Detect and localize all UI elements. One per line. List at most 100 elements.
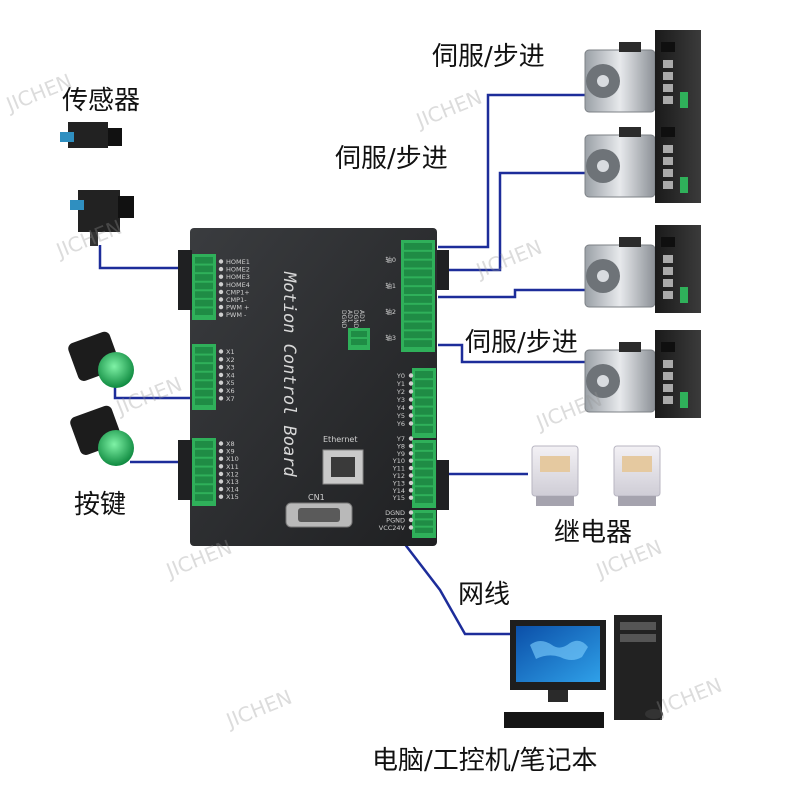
terminal-slot: [195, 308, 213, 315]
pin-label: Y15: [392, 494, 405, 502]
servo-driver-port: [663, 360, 673, 368]
servo-driver-terminal: [680, 177, 688, 193]
pin-label: CMP1-: [226, 296, 247, 304]
servo-unit-2: [584, 115, 701, 203]
pin-label: VCC24V: [379, 524, 406, 532]
pin-dot: [218, 266, 224, 272]
pin-dot: [408, 488, 414, 493]
terminal-slot: [195, 381, 213, 388]
terminal-slot: [404, 296, 432, 303]
relay-1-coil: [540, 456, 570, 472]
pin-label: HOME2: [226, 266, 250, 274]
pin-dot: [408, 465, 414, 471]
sensor-2: [70, 190, 134, 246]
ethernet-label: Ethernet: [323, 435, 357, 444]
terminal-slot: [195, 441, 213, 448]
pin-dot: [408, 473, 414, 478]
dac-pin-label: DGND: [352, 310, 359, 329]
label-servo-2: 伺服/步进: [335, 144, 448, 174]
pin-label: X2: [226, 356, 235, 364]
servo-driver-port: [663, 384, 673, 392]
servo-driver-display: [661, 127, 675, 137]
watermark-10: JICHEN: [651, 673, 725, 722]
pin-label: X9: [226, 448, 235, 456]
pin-dot: [408, 510, 414, 515]
terminal-slot: [195, 449, 213, 457]
terminal-slot: [415, 371, 433, 379]
servo-motor-shaft: [597, 75, 609, 87]
terminal-slot: [415, 520, 433, 526]
terminal-slot: [195, 398, 213, 405]
board-mount-right-2: [437, 460, 449, 510]
pin-label: X6: [226, 387, 235, 395]
servo-unit-1: [584, 30, 701, 118]
pin-dot: [218, 396, 224, 401]
terminal-slot: [195, 364, 213, 371]
wire-servo-2: [438, 171, 585, 272]
button-2: [70, 405, 134, 466]
pin-label: Y4: [396, 404, 405, 412]
pin-label: Y8: [396, 442, 405, 450]
terminal-slot: [195, 485, 213, 493]
sensor-2-connector: [118, 196, 134, 218]
pin-label: Y14: [392, 487, 405, 495]
servo-driver-port: [663, 157, 673, 165]
board-mount-left-2: [178, 440, 192, 500]
pin-label: Y9: [396, 450, 405, 458]
pin-label: X5: [226, 379, 235, 387]
pin-dot: [218, 289, 224, 295]
servo-motor-shaft: [597, 160, 609, 172]
pin-dot: [218, 464, 224, 469]
pin-label: PWM +: [226, 304, 249, 312]
terminal-slot: [415, 527, 433, 533]
pin-dot: [218, 471, 224, 477]
servo-driver-port: [663, 169, 673, 177]
pin-label: Y5: [396, 412, 405, 420]
pin-dot: [408, 413, 414, 418]
terminal-slot: [195, 494, 213, 501]
label-network-cable: 网线: [458, 580, 511, 610]
buttons: [68, 331, 134, 466]
pin-dot: [218, 456, 224, 461]
terminal-slot: [415, 416, 433, 424]
pin-label: Y6: [396, 420, 405, 428]
ethernet-port-jack: [331, 457, 355, 477]
button-1-lamp: [98, 352, 134, 388]
relay-2: [613, 445, 661, 506]
terminal-slot: [195, 299, 213, 307]
terminal-slot: [415, 389, 433, 397]
terminal-slot: [415, 425, 433, 433]
wire-servo-3: [438, 288, 585, 299]
wire-sensor: [98, 245, 195, 270]
pin-dot: [408, 495, 414, 500]
terminal-slot: [404, 269, 432, 277]
terminal-slot: [195, 476, 213, 484]
pin-label: Y11: [392, 465, 405, 473]
pin-label: Y13: [392, 479, 405, 487]
relay-1-base: [536, 496, 574, 506]
servo-driver-port: [663, 96, 673, 104]
terminal-slot: [415, 487, 433, 495]
watermark-9: JICHEN: [221, 685, 295, 734]
terminal-slot: [351, 331, 367, 337]
label-servo-3: 伺服/步进: [465, 328, 578, 358]
pin-label: Y0: [396, 372, 405, 380]
pin-dot: [218, 372, 224, 378]
board-mount-left: [178, 250, 192, 310]
pin-dot: [218, 380, 224, 385]
terminal-slot: [404, 251, 432, 259]
servo-motor-shaft: [597, 270, 609, 282]
servo-driver-port: [663, 267, 673, 275]
pin-dot: [218, 494, 224, 499]
pc-tower: [614, 615, 662, 720]
label-computer: 电脑/工控机/笔记本: [372, 746, 598, 776]
pin-dot: [408, 405, 414, 410]
pin-label: Y2: [396, 388, 405, 396]
label-servo-1: 伺服/步进: [432, 42, 545, 72]
terminal-slot: [195, 257, 213, 264]
dac-pin-label: AD1: [346, 310, 353, 323]
pin-dot: [218, 297, 224, 302]
